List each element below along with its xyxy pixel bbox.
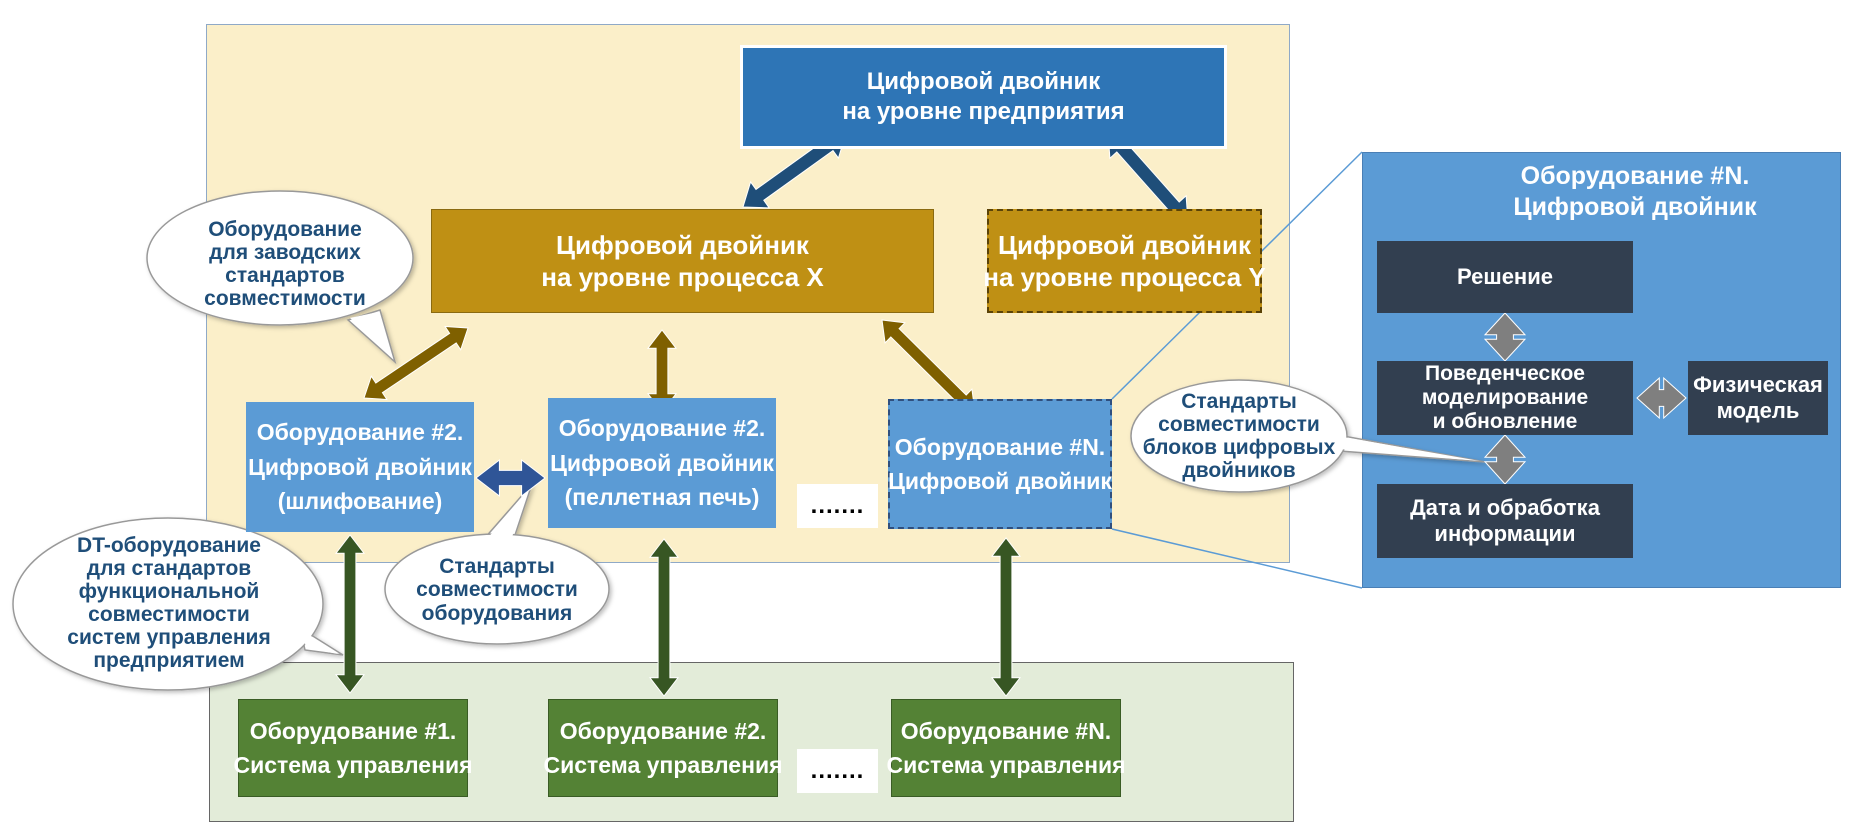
data-processing-block: Дата и обработка информации: [1377, 484, 1633, 558]
decision-label: Решение: [1457, 263, 1553, 289]
zoom-connector-bottom: [1111, 528, 1363, 589]
callout-factory-bubble: [146, 190, 414, 365]
arrow-decision-behavior: [1483, 312, 1527, 362]
process-y-line2: на уровне процесса Y: [983, 262, 1266, 292]
callout-equipment-standards: Стандарты совместимости оборудования: [387, 549, 607, 631]
callout-dt-bubble: [12, 517, 344, 691]
control-2-line2: Система управления: [543, 752, 783, 778]
enterprise-twin-box: Цифровой двойник на уровне предприятия: [740, 45, 1227, 149]
enterprise-twin-line2: на уровне предприятия: [842, 98, 1125, 125]
equipment-1-control-box: Оборудование #1. Система управления: [233, 699, 473, 797]
data-line1: Дата и обработка: [1410, 494, 1600, 520]
control-1-line1: Оборудование #1.: [249, 717, 457, 744]
behavior-line3: и обновление: [1432, 410, 1578, 434]
callout-factory-standards: Оборудование для заводских стандартов со…: [160, 204, 410, 324]
equipment-n-twin-box: Оборудование #N. Цифровой двойник: [888, 399, 1112, 529]
arrow-behavior-physical: [1636, 376, 1687, 420]
callout-equip-line3: оборудования: [421, 601, 573, 625]
callout-equipment-bubble: [384, 483, 610, 645]
arrow-eq2-grinding-pellet: [475, 458, 546, 498]
process-x-line1: Цифровой двойник: [556, 229, 809, 260]
callout-dt-line1: DT-оборудование: [77, 533, 261, 557]
physical-model-block: Физическая модель: [1688, 361, 1828, 435]
arrow-eq2-pellet-control: [648, 538, 680, 697]
arrow-behavior-data: [1483, 434, 1527, 485]
callout-dt-equipment: DT-оборудование для стандартов функциона…: [24, 530, 314, 676]
eq-twin-1-line3: (шлифование): [277, 488, 443, 515]
callout-blocks-line4: двойников: [1182, 459, 1296, 483]
eq-twin-1-line1: Оборудование #2.: [256, 419, 464, 446]
callout-blocks-line1: Стандарты: [1181, 389, 1297, 413]
behavior-line2: моделирование: [1421, 385, 1589, 409]
process-x-twin-box: Цифровой двойник на уровне процесса X: [431, 209, 934, 313]
callout-dt-line4: совместимости: [88, 603, 250, 626]
callout-blocks-line3: блоков цифровых: [1142, 436, 1336, 459]
detail-panel-title: Оборудование #N. Цифровой двойник: [1470, 160, 1800, 224]
eq-twin-n-line2: Цифровой двойник: [888, 468, 1112, 494]
callout-factory-line4: совместимости: [204, 287, 366, 311]
arrow-process-x-eq2-grinding: [363, 325, 469, 401]
callout-dt-line5: систем управления: [67, 626, 271, 650]
callout-factory-line2: для заводских: [209, 240, 361, 264]
ellipsis-twins: .......: [797, 484, 878, 528]
process-y-line1: Цифровой двойник: [998, 229, 1251, 260]
ellipsis-control: .......: [797, 749, 878, 793]
eq-twin-2-line1: Оборудование #2.: [558, 415, 766, 442]
equipment-2-grinding-twin-box: Оборудование #2. Цифровой двойник (шлифо…: [246, 402, 474, 532]
callout-twin-block-standards: Стандарты совместимости блоков цифровых …: [1134, 390, 1344, 482]
decision-block: Решение: [1377, 241, 1633, 313]
eq-twin-n-line1: Оборудование #N.: [894, 433, 1106, 460]
arrow-eqN-control: [990, 537, 1022, 697]
callout-dt-line6: предприятием: [93, 649, 245, 673]
detail-title-line1: Оборудование #N.: [1520, 161, 1750, 190]
detail-title-line2: Цифровой двойник: [1513, 193, 1757, 221]
callout-dt-line2: для стандартов: [86, 556, 252, 580]
eq-twin-2-line2: Цифровой двойник: [550, 449, 774, 476]
equipment-2-pellet-twin-box: Оборудование #2. Цифровой двойник (пелле…: [548, 398, 776, 528]
process-y-twin-box: Цифровой двойник на уровне процесса Y: [983, 209, 1266, 313]
callout-blocks-line2: совместимости: [1158, 412, 1320, 436]
data-line2: информации: [1434, 521, 1576, 546]
control-2-line1: Оборудование #2.: [559, 717, 767, 744]
equipment-n-control-box: Оборудование #N. Система управления: [886, 699, 1126, 797]
enterprise-twin-line1: Цифровой двойник: [866, 68, 1101, 95]
physical-line1: Физическая: [1693, 371, 1823, 397]
control-1-line2: Система управления: [233, 752, 473, 778]
physical-line2: модель: [1716, 398, 1800, 423]
control-n-line2: Система управления: [886, 752, 1126, 778]
eq-twin-1-line2: Цифровой двойник: [248, 453, 472, 480]
eq-twin-2-line3: (пеллетная печь): [564, 484, 760, 511]
behavior-line1: Поведенческое: [1425, 361, 1585, 385]
callout-factory-line1: Оборудование: [208, 217, 362, 241]
process-x-line2: на уровне процесса X: [541, 262, 824, 292]
callout-blocks-bubble: [1130, 379, 1486, 493]
callout-equip-line1: Стандарты: [439, 555, 555, 579]
equipment-2-control-box: Оборудование #2. Система управления: [543, 699, 783, 797]
callout-equip-line2: совместимости: [416, 578, 578, 602]
arrow-eq2-grinding-control: [334, 534, 366, 694]
callout-factory-line3: стандартов: [225, 264, 345, 287]
callout-dt-line3: функциональной: [78, 579, 260, 603]
behavior-modeling-block: Поведенческое моделирование и обновление: [1377, 361, 1633, 435]
control-n-line1: Оборудование #N.: [900, 717, 1112, 744]
